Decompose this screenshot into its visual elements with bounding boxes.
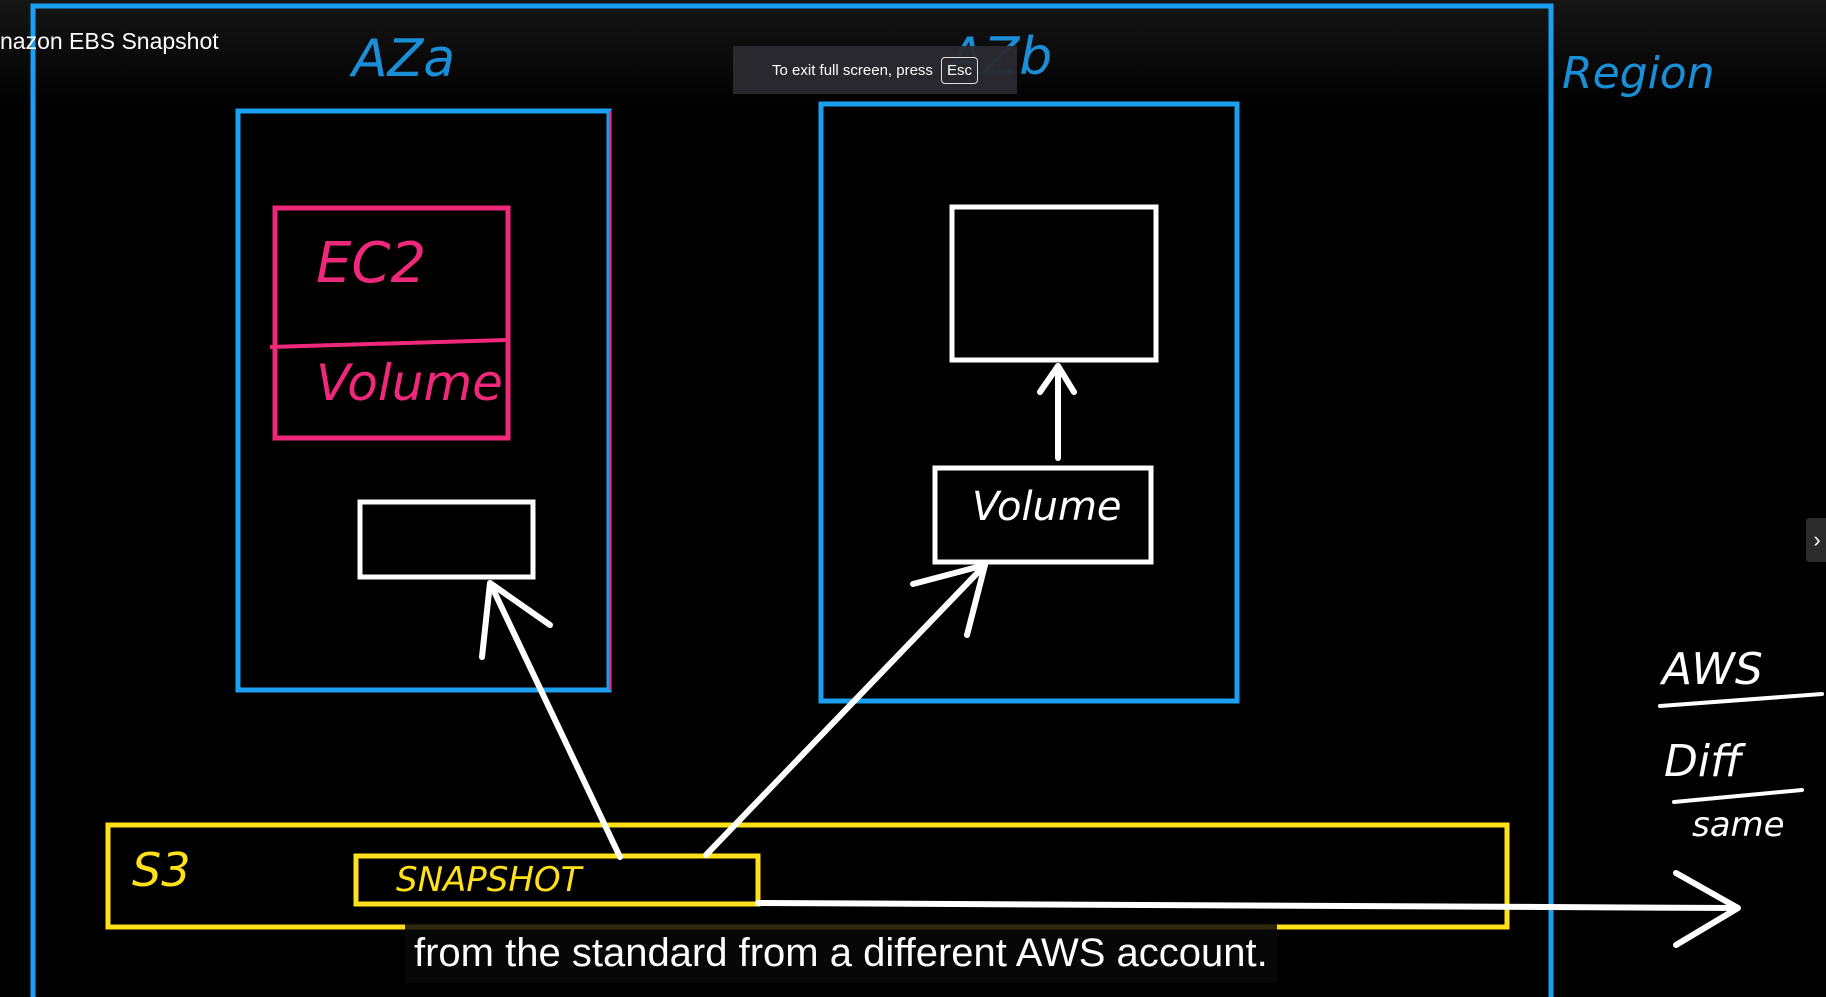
volume-label: Volume [316,354,503,412]
same-label: same [1692,805,1785,845]
subtitle-caption: from the standard from a different AWS a… [405,923,1277,983]
az-b-box [818,101,1240,704]
s3-label: S3 [132,843,190,897]
esc-key-badge: Esc [940,56,978,84]
restore-arrow-azb-head [910,562,988,638]
diff-underline [1672,788,1804,804]
share-arrow-head [1673,870,1741,948]
az-a-label: AZa [349,29,455,89]
new-volume-label: Volume [972,484,1122,530]
ec2-label: EC2 [316,231,426,296]
aws-label: AWS [1659,644,1763,695]
attach-arrow-head [1037,363,1077,395]
video-title: nazon EBS Snapshot [0,28,219,54]
restore-arrow-aza-head [479,580,553,660]
s3-bucket-box [105,822,1510,930]
chevron-right-icon: › [1813,527,1821,552]
new-volume-box-azb [932,465,1154,565]
side-panel-toggle-button[interactable]: › [1806,518,1826,562]
restore-arrow-aza-shaft [489,584,623,860]
diff-label: Diff [1664,736,1746,787]
restored-volume-box-aza [357,499,536,580]
region-box [30,3,1554,997]
restore-arrow-azb-shaft [703,562,988,858]
fullscreen-toast-message: To exit full screen, press [772,61,933,79]
ec2-target-box-azb [949,204,1159,363]
region-label: Region [1562,48,1715,99]
snapshot-box [353,853,761,907]
aws-underline [1658,692,1824,708]
fullscreen-exit-toast: To exit full screen, press Esc [733,46,1017,94]
ec2-instance-box [272,205,511,441]
share-arrow-shaft [755,900,1739,911]
snapshot-label: SNAPSHOT [396,860,584,900]
ec2-volume-divider [269,338,507,349]
